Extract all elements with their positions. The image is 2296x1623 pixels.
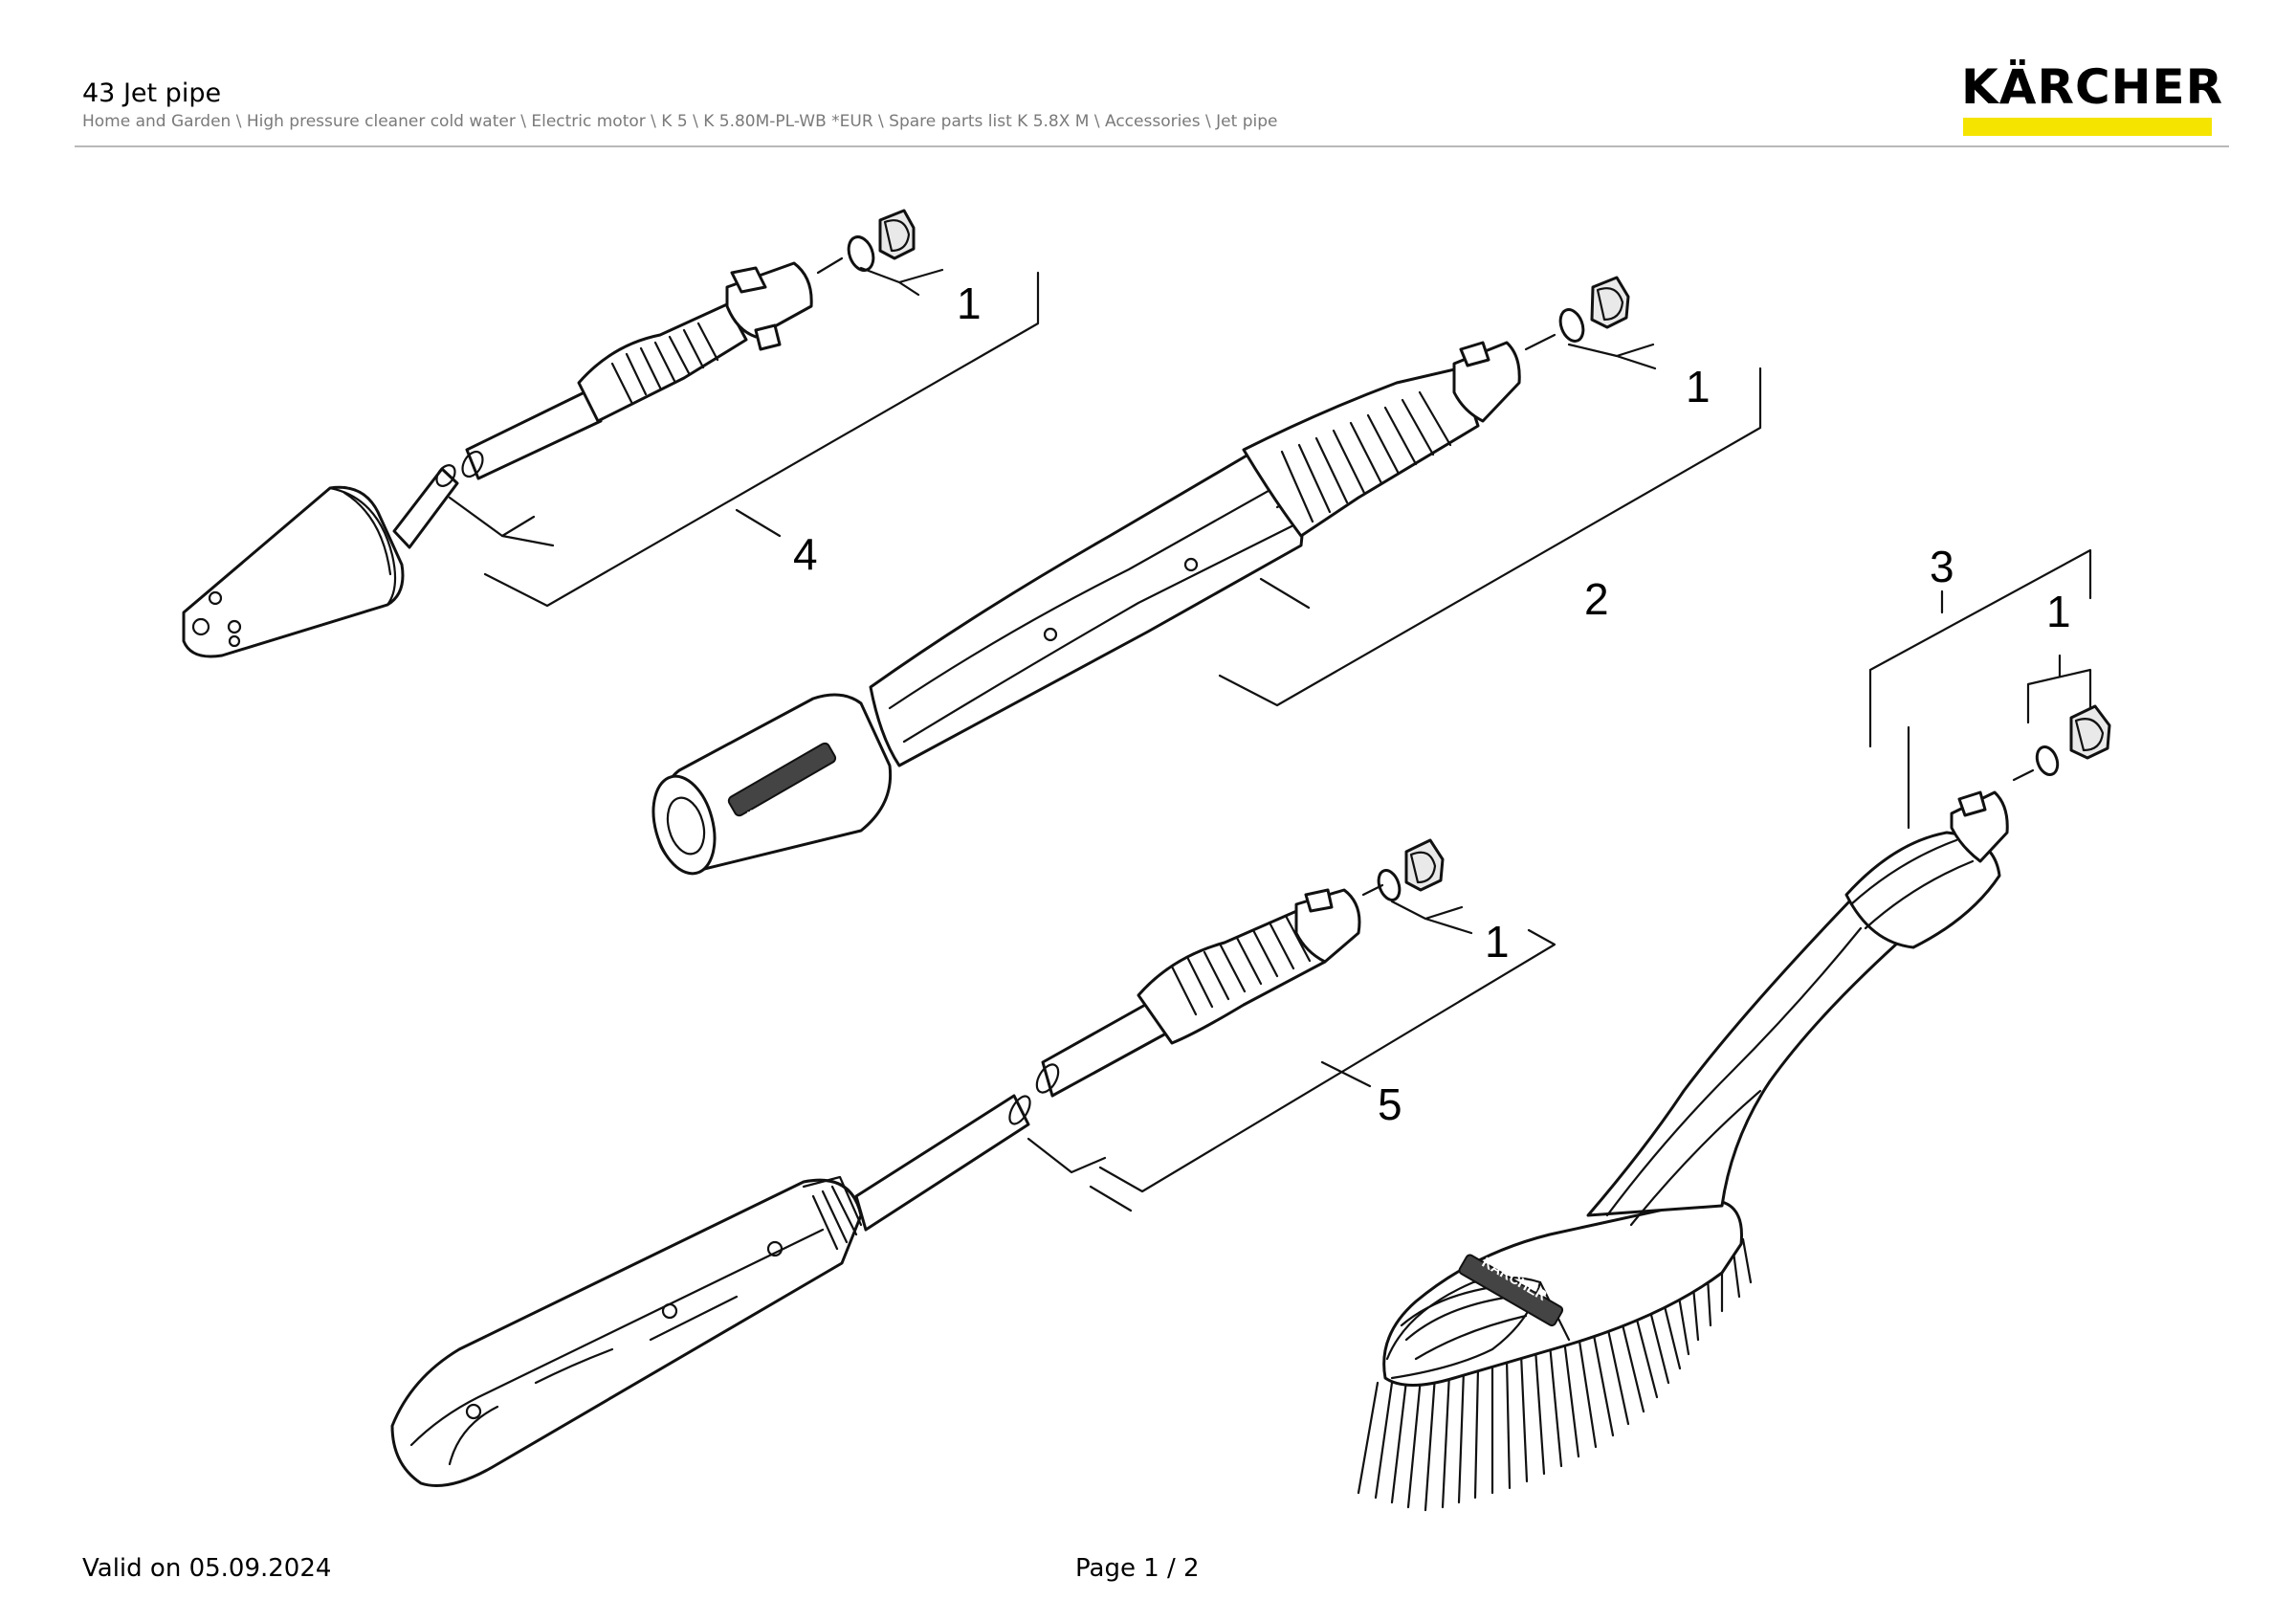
page-title: 43 Jet pipe [82,78,222,108]
part-4-rotary-nozzle-lance[interactable] [182,209,1040,658]
page-number: Page 1 / 2 [1075,1554,1200,1583]
part-2-lance[interactable]: KÄRCHER [644,276,1762,880]
valid-on-date: Valid on 05.09.2024 [82,1554,332,1583]
logo-yellow-bar [1963,118,2212,136]
karcher-logo: KÄRCHER [1961,59,2224,115]
header-divider [75,145,2229,147]
callout-4: 4 [793,529,818,579]
part-3-wash-brush[interactable]: KÄRCHER [1357,548,2111,1512]
callout-1-part5: 1 [1485,917,1510,967]
callout-2: 2 [1584,574,1609,624]
callout-1-part2: 1 [1686,362,1711,411]
breadcrumb: Home and Garden \ High pressure cleaner … [82,112,1278,131]
callout-1-part3: 1 [2046,587,2071,636]
callout-3: 3 [1930,542,1954,591]
part-5-lance[interactable] [390,838,1556,1487]
callout-1-part4: 1 [957,278,982,328]
callout-5: 5 [1378,1079,1402,1129]
